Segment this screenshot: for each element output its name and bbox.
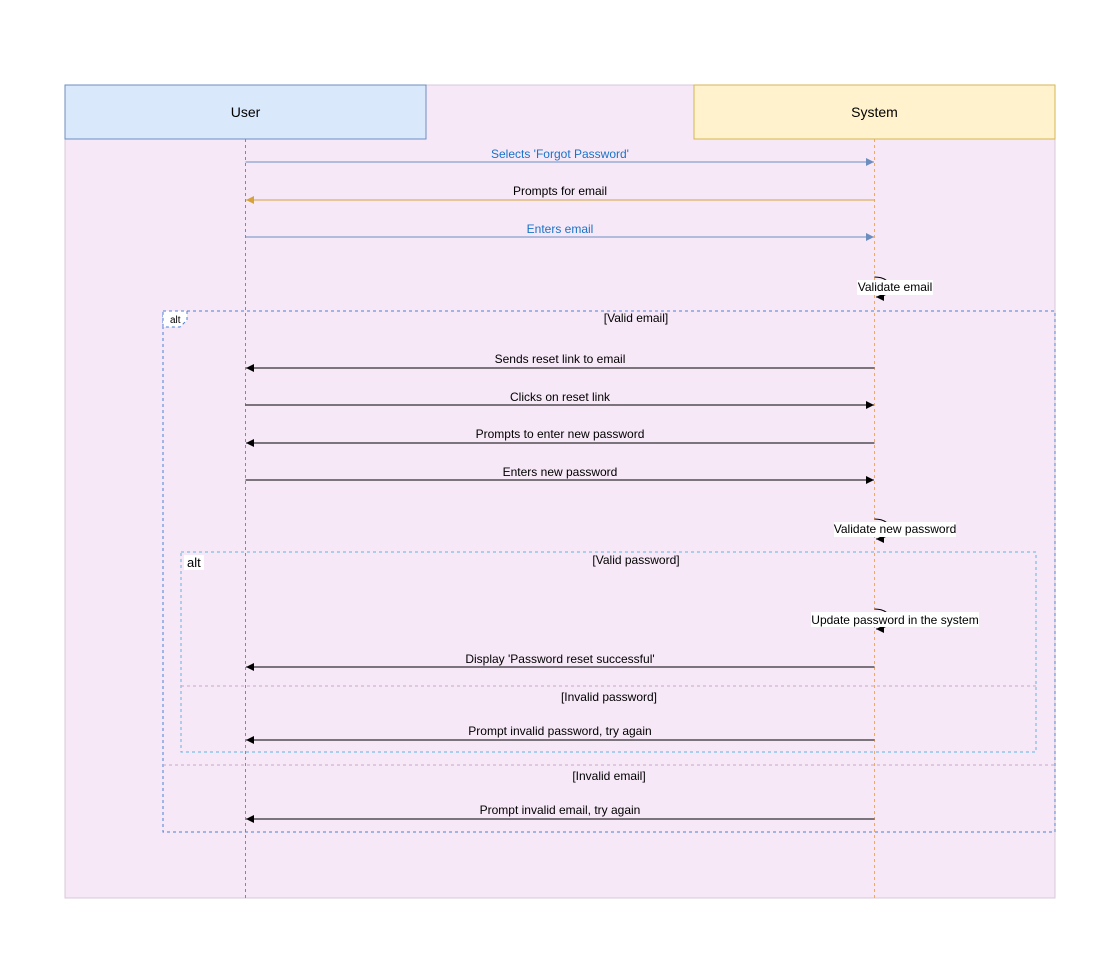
message-label-prompt-invalid-password: Prompt invalid password, try again (468, 724, 651, 738)
message-label-prompts-new-password: Prompts to enter new password (476, 427, 645, 441)
self-message-label-validate-email: Validate email (858, 280, 932, 294)
message-label-sends-reset-link: Sends reset link to email (495, 352, 626, 366)
participant-system[interactable]: System (693, 84, 1056, 140)
participant-user-label: User (231, 104, 261, 120)
message-label-display-reset-successful: Display 'Password reset successful' (465, 652, 654, 666)
inner-alt-label-bg (184, 555, 204, 570)
outer-alt-fragment (162, 310, 1056, 833)
message-label-prompts-for-email: Prompts for email (513, 184, 607, 198)
outer-alt-label-tab (162, 310, 188, 328)
self-message-label-bg-update-password (811, 612, 979, 627)
outer-alt-guard-invalid-email: [Invalid email] (572, 769, 645, 783)
participant-system-box (693, 84, 1056, 140)
message-label-enters-email: Enters email (527, 222, 594, 236)
message-label-prompt-invalid-email: Prompt invalid email, try again (480, 803, 641, 817)
self-message-label-bg-validate-new-password (834, 522, 956, 537)
inner-alt-fragment (180, 551, 1037, 753)
message-label-enters-new-password: Enters new password (503, 465, 618, 479)
self-message-label-update-password: Update password in the system (811, 613, 978, 627)
self-message-label-bg-validate-email (857, 280, 933, 295)
self-message-label-validate-new-password: Validate new password (834, 522, 957, 536)
inner-alt-guard-valid-password: [Valid password] (592, 553, 679, 567)
message-label-selects-forgot-password: Selects 'Forgot Password' (491, 147, 629, 161)
message-label-clicks-reset-link: Clicks on reset link (510, 390, 611, 404)
inner-alt-label: alt (187, 555, 201, 570)
outer-alt-label: alt (170, 315, 181, 326)
diagram-background (64, 84, 1056, 899)
participant-system-label: System (851, 104, 898, 120)
inner-alt-guard-invalid-password: [Invalid password] (561, 690, 657, 704)
participant-user-box (64, 84, 427, 140)
participant-user[interactable]: User (64, 84, 427, 140)
outer-alt-guard-valid-email: [Valid email] (604, 311, 668, 325)
